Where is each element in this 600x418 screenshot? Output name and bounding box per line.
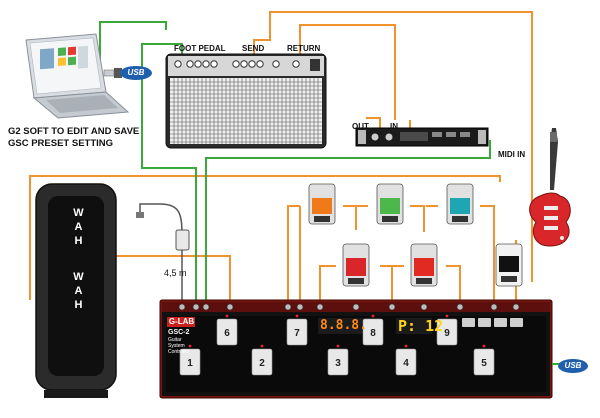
controller-usb-plug (552, 359, 588, 373)
software-caption-line1: G2 SOFT TO EDIT AND SAVE (8, 126, 140, 137)
send-label: SEND (242, 44, 265, 53)
cable-loop2-right (410, 205, 425, 232)
laptop-usb-plug (103, 66, 152, 80)
controller-small-buttons (462, 318, 523, 327)
amp-knobs (174, 60, 300, 68)
footswitch-1[interactable] (179, 348, 201, 376)
footswitch-label-1: 1 (187, 358, 193, 369)
footswitch-7[interactable] (286, 318, 308, 346)
footswitch-label-6: 6 (224, 328, 230, 339)
cable-loop4-left (319, 265, 336, 300)
controller-brand: G-LAB (168, 317, 195, 326)
cable-wah-loop (29, 175, 501, 300)
cable-loop5-right (446, 265, 461, 300)
wah-letter: A (74, 285, 84, 297)
footswitch-label-8: 8 (370, 328, 376, 339)
wah-letter: W (73, 207, 85, 219)
controller-subtitle: Guitar System Controller (168, 337, 190, 355)
cable-wah-to-input (106, 255, 231, 300)
amplifier (165, 53, 327, 149)
cable-loop4-right (380, 265, 393, 300)
cable-send-to-fx (253, 11, 533, 282)
amp-grille (170, 78, 322, 144)
footswitch-label-4: 4 (403, 358, 409, 369)
power-supply (136, 203, 190, 300)
controller-model: GSC-2 (168, 329, 190, 336)
fx-pedal-orange (308, 183, 336, 225)
footswitch-3[interactable] (327, 348, 349, 376)
footswitch-label-9: 9 (444, 328, 450, 339)
controller-subtitle-line: Controller (168, 349, 190, 355)
footswitch-6[interactable] (216, 318, 238, 346)
footswitch-label-7: 7 (294, 328, 300, 339)
wah-pedal (35, 183, 117, 398)
cable-length-label: 4,5 m (164, 268, 187, 278)
rack-unit (355, 127, 489, 147)
laptop (25, 33, 130, 119)
software-caption-line2: GSC PRESET SETTING (8, 138, 114, 149)
display-segments: 8.8.8. (320, 318, 367, 333)
footswitch-label-2: 2 (259, 358, 265, 369)
fx-pedal-green (376, 183, 404, 225)
cable-return-from-rack (299, 24, 396, 120)
foot-pedal-label: FOOT PEDAL (174, 44, 226, 53)
cable-loop1-right (343, 205, 357, 230)
wah-lettering: W A H W A H (62, 206, 96, 312)
controller-usb-label: USB (564, 361, 582, 370)
controller-footswitches[interactable] (179, 318, 495, 376)
footswitch-9[interactable] (436, 318, 458, 346)
fx-pedal-black (495, 243, 523, 287)
fx-pedal-red-dark (342, 243, 370, 287)
wah-letter: W (73, 271, 85, 283)
software-caption: G2 SOFT TO EDIT AND SAVE GSC PRESET SETT… (8, 126, 139, 150)
display-preset: P: 12 (398, 317, 444, 335)
fx-pedal-teal (446, 183, 474, 225)
footswitch-2[interactable] (251, 348, 273, 376)
footswitch-8[interactable] (362, 318, 384, 346)
cable-rack-out (366, 117, 381, 130)
controller-subtitle-line: Guitar (168, 337, 182, 343)
rack-in-label: IN (390, 122, 398, 131)
wah-letter: H (74, 235, 84, 247)
return-label: RETURN (287, 44, 321, 53)
cable-loop1-left (287, 205, 300, 300)
brand-badge (167, 317, 195, 327)
controller-subtitle-line: System (168, 343, 185, 349)
green-cables (99, 21, 491, 300)
footswitch-4[interactable] (395, 348, 417, 376)
wah-letter: H (74, 299, 84, 311)
cable-foot-pedal (141, 43, 197, 300)
footswitch-label-3: 3 (335, 358, 341, 369)
rack-out-label: OUT (352, 122, 369, 131)
cable-usb-laptop (99, 21, 167, 80)
footswitch-5[interactable] (473, 348, 495, 376)
cable-midi (205, 140, 491, 300)
controller-leds (188, 314, 486, 348)
midi-in-label: MIDI IN (498, 150, 526, 159)
fx-pedal-red (410, 243, 438, 287)
wah-letter: A (74, 221, 84, 233)
electric-guitar (529, 128, 571, 247)
cable-loop3-right (480, 205, 495, 300)
footswitch-label-5: 5 (481, 358, 487, 369)
controller-jacks (178, 303, 520, 311)
laptop-usb-label: USB (127, 68, 145, 77)
